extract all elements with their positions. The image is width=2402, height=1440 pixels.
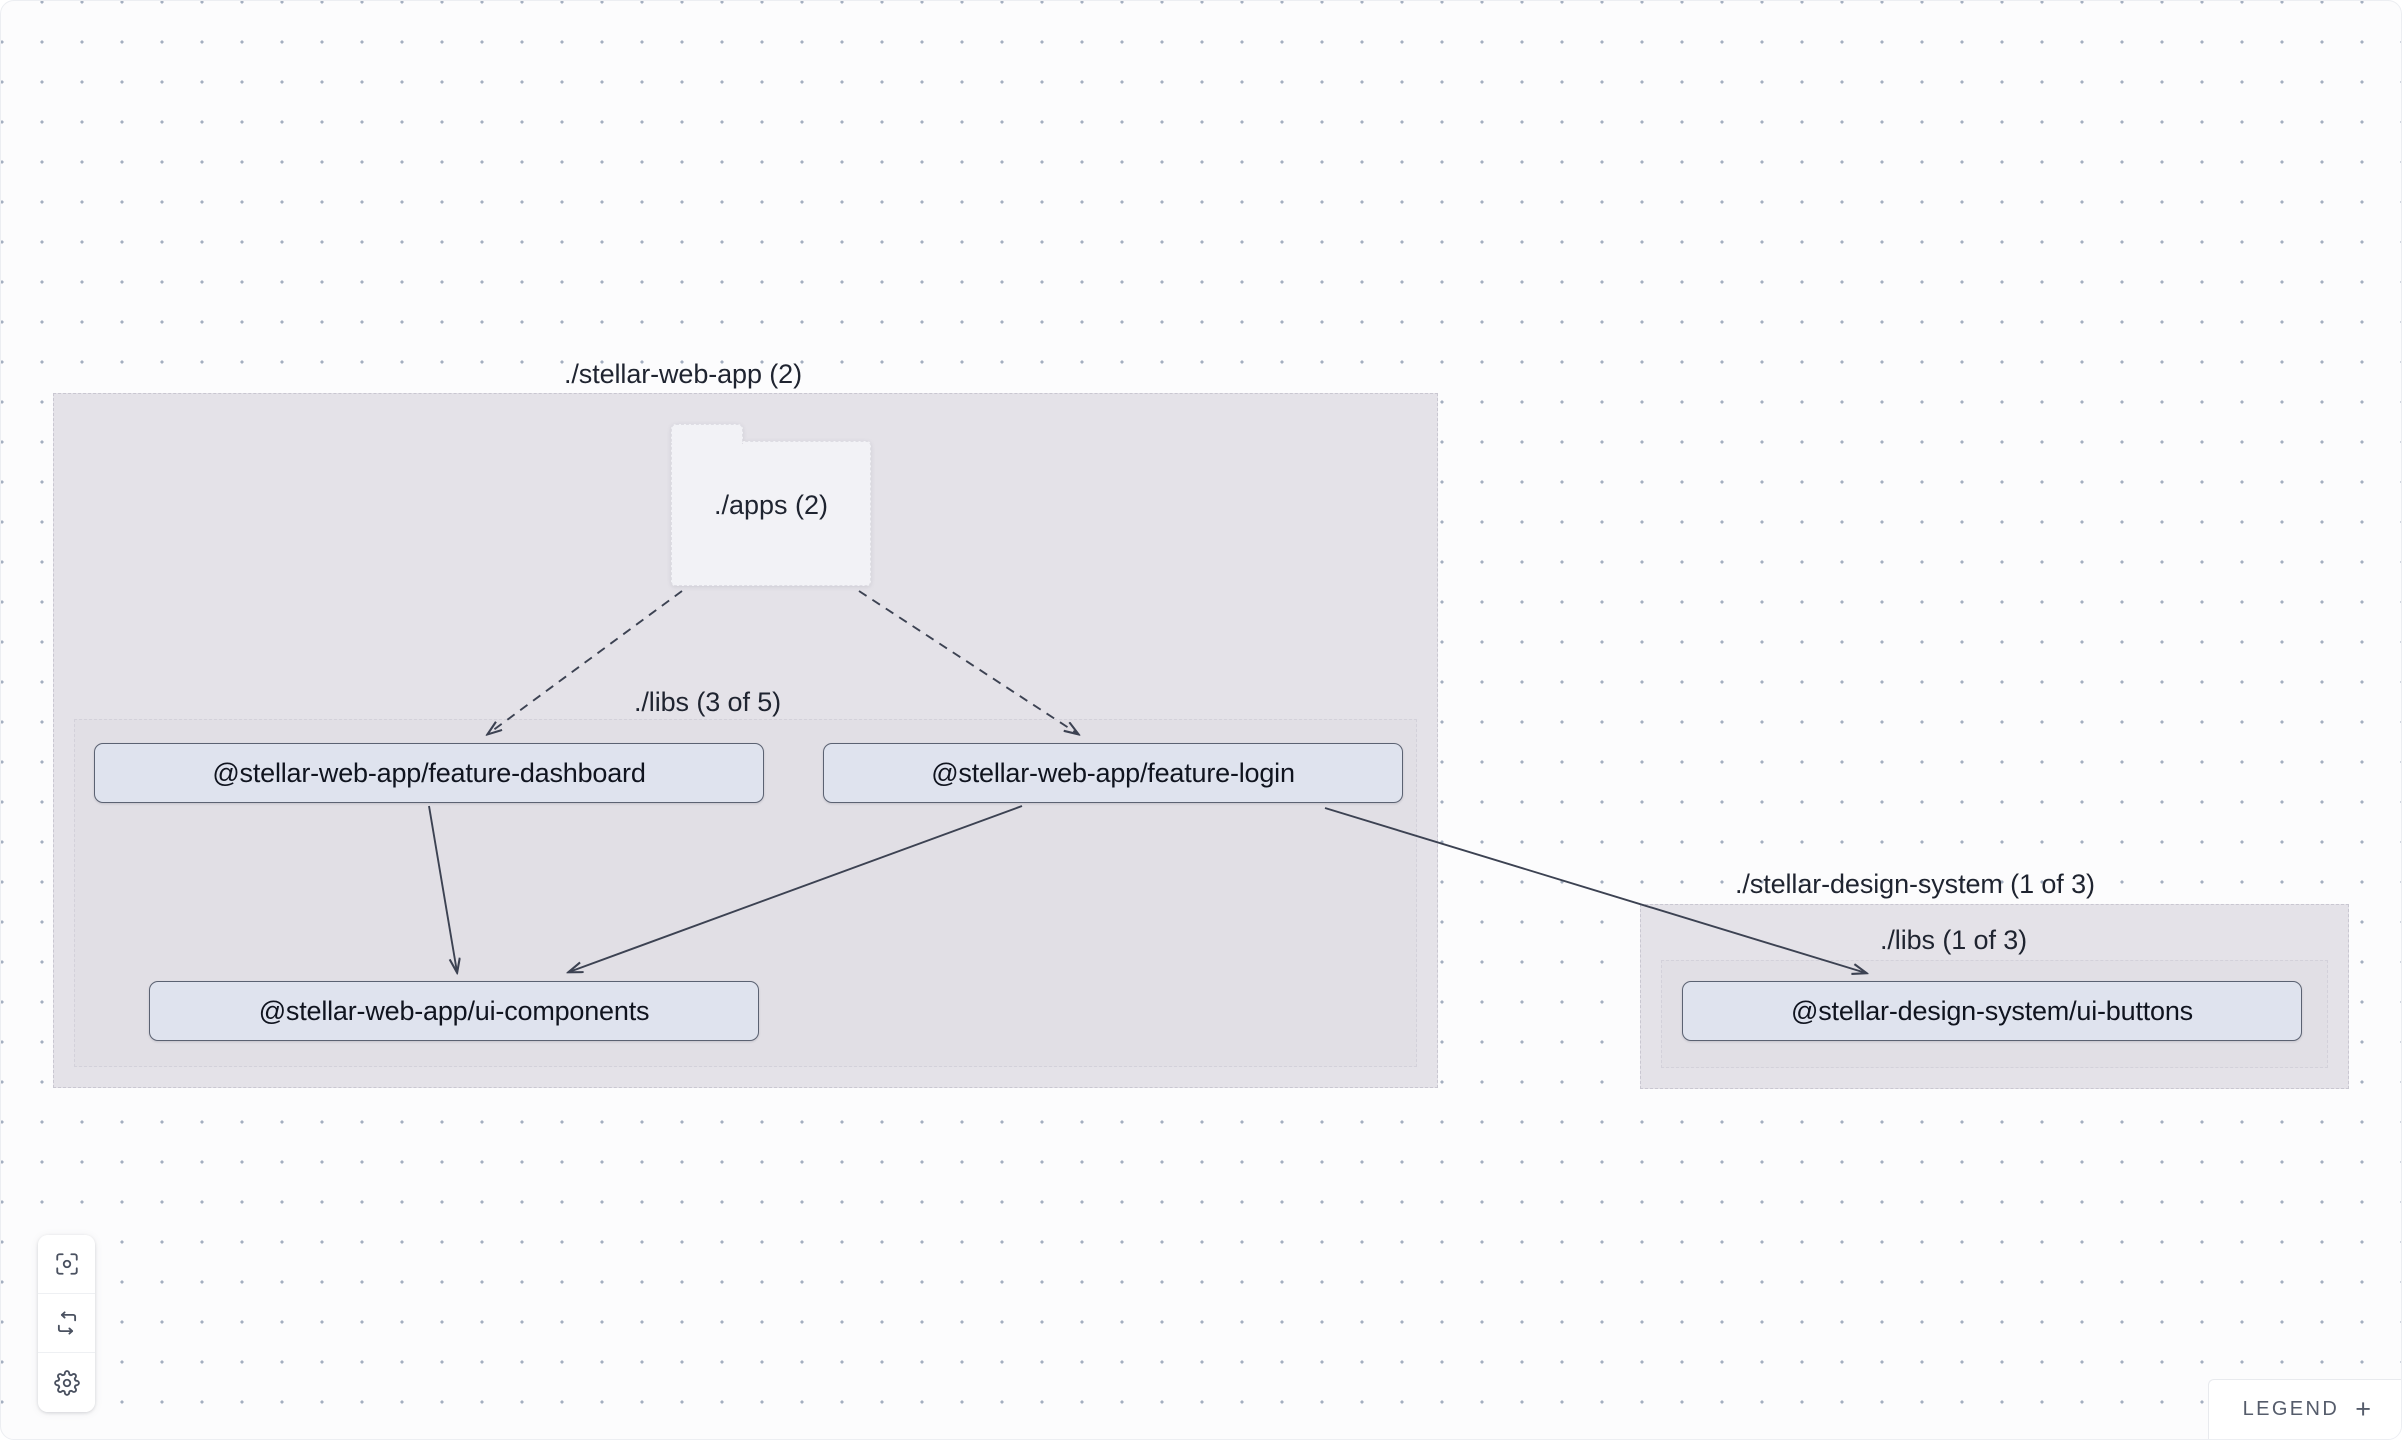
group-label-stellar-design-system: ./stellar-design-system (1 of 3)	[1735, 869, 2095, 899]
group-label-stellar-web-app-libs: ./libs (3 of 5)	[634, 687, 782, 717]
settings-button[interactable]	[38, 1353, 95, 1412]
legend-label: LEGEND	[2242, 1398, 2340, 1420]
gear-icon	[53, 1369, 80, 1396]
refresh-button[interactable]	[38, 1294, 95, 1353]
group-label-stellar-web-app: ./stellar-web-app (2)	[564, 359, 802, 389]
folder-tab-icon	[670, 424, 743, 447]
graph-controls-panel[interactable]	[38, 1235, 95, 1412]
legend-toggle-button[interactable]: LEGEND +	[2207, 1379, 2401, 1439]
focus-graph-button[interactable]	[38, 1235, 95, 1294]
group-stellar-design-system-libs[interactable]	[1661, 960, 2328, 1068]
folder-label-apps: ./apps (2)	[713, 490, 829, 520]
project-node-ui-components[interactable]: @stellar-web-app/ui-components	[149, 981, 759, 1041]
plus-icon: +	[2355, 1393, 2371, 1424]
refresh-icon	[57, 1311, 76, 1335]
focus-target-icon	[55, 1253, 78, 1275]
project-node-feature-login[interactable]: @stellar-web-app/feature-login	[823, 743, 1403, 803]
project-node-feature-dashboard[interactable]: @stellar-web-app/feature-dashboard	[94, 743, 764, 803]
project-node-ui-buttons[interactable]: @stellar-design-system/ui-buttons	[1682, 981, 2302, 1041]
group-label-stellar-design-system-libs: ./libs (1 of 3)	[1880, 925, 2028, 955]
folder-node-apps[interactable]: ./apps (2)	[670, 424, 871, 586]
